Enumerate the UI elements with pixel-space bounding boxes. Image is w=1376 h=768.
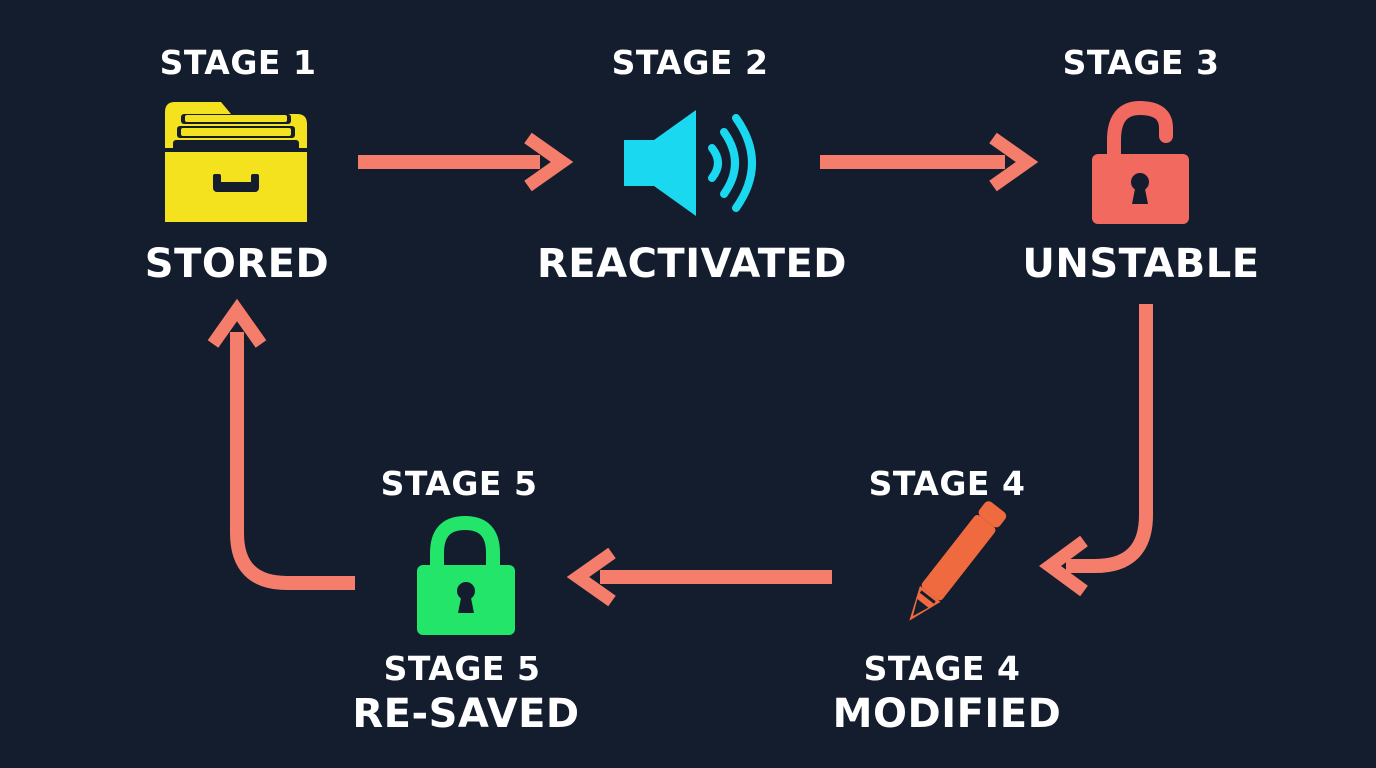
arrow-stored-to-reactivated bbox=[358, 132, 574, 192]
reactivated-state-label: REACTIVATED bbox=[536, 241, 848, 287]
resaved-state-label: RE-SAVED bbox=[352, 691, 580, 737]
modified-stage-label: STAGE 4 bbox=[868, 464, 1026, 503]
reactivated-stage-label: STAGE 2 bbox=[611, 43, 769, 82]
resaved-stage-label-repeat: STAGE 5 bbox=[383, 649, 541, 688]
pencil-icon bbox=[909, 501, 1007, 621]
speaker-icon bbox=[624, 110, 756, 216]
arrows bbox=[207, 132, 1153, 607]
modified-stage-label-repeat: STAGE 4 bbox=[863, 649, 1021, 688]
unstable-state-label: UNSTABLE bbox=[1022, 241, 1260, 287]
stored-state-label: STORED bbox=[144, 241, 330, 287]
arrow-unstable-to-modified bbox=[1039, 304, 1153, 597]
unlocked-padlock-icon bbox=[1092, 100, 1189, 224]
resaved-stage-label: STAGE 5 bbox=[380, 464, 538, 503]
modified-state-label: MODIFIED bbox=[832, 691, 1062, 737]
locked-padlock-icon bbox=[417, 515, 515, 635]
stored-stage-label: STAGE 1 bbox=[159, 43, 317, 82]
file-drawer-icon bbox=[165, 102, 307, 222]
arrow-reactivated-to-unstable bbox=[820, 132, 1039, 192]
arrow-modified-to-resaved bbox=[566, 547, 832, 607]
unstable-stage-label: STAGE 3 bbox=[1062, 43, 1220, 82]
arrow-resaved-to-stored bbox=[207, 298, 355, 590]
